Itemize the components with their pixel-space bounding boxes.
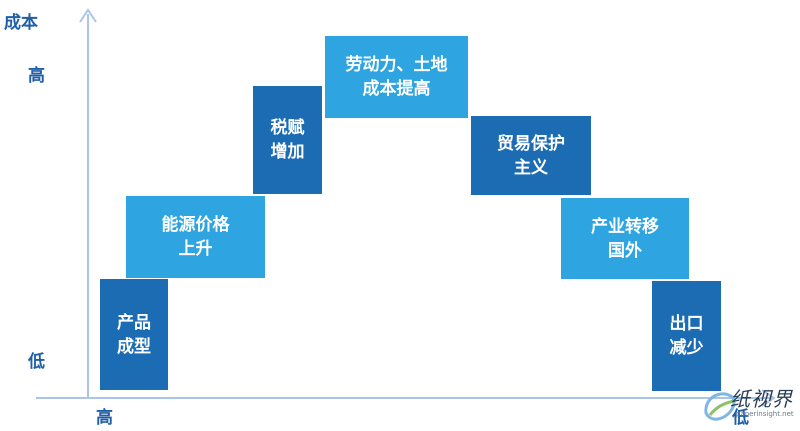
- stage-box-industry-transfer: 产业转移 国外: [561, 198, 689, 279]
- x-axis-arrowhead: [761, 389, 776, 407]
- stage-box-tax-increase: 税赋 增加: [253, 86, 322, 194]
- watermark-logo: 纸视界 paperinsight.net: [700, 383, 796, 427]
- stage-label-line1: 税赋: [270, 118, 305, 138]
- stage-box-trade-protectionism: 贸易保护 主义: [471, 116, 591, 195]
- stage-label-line1: 出口: [669, 314, 704, 334]
- stage-label-line2: 增加: [270, 142, 305, 162]
- stage-label-line2: 成本提高: [362, 79, 431, 99]
- stage-label-line2: 上升: [178, 239, 213, 259]
- stage-label-line2: 成型: [117, 336, 151, 357]
- stage-label-line2: 国外: [608, 240, 642, 261]
- watermark-url: paperinsight.net: [736, 410, 794, 418]
- stage-box-labor-land-cost: 劳动力、土地 成本提高: [325, 36, 468, 118]
- stage-label-line1: 产品: [117, 312, 151, 333]
- stage-label-line1: 贸易保护: [497, 133, 565, 154]
- stage-box-product-formed: 产品 成型: [100, 279, 168, 390]
- y-axis-arrowhead: [79, 8, 97, 23]
- x-axis-start-label: 高: [96, 408, 113, 428]
- y-axis-title: 成本: [4, 13, 38, 33]
- watermark-text: 纸视界: [730, 387, 793, 411]
- y-axis-low-label: 低: [28, 352, 45, 372]
- stage-label-line1: 能源价格: [161, 215, 230, 235]
- stage-label-line1: 产业转移: [591, 216, 659, 237]
- stage-label-line2: 主义: [514, 157, 548, 178]
- stage-label-line2: 减少: [669, 338, 704, 358]
- watermark-emblem-icon: [704, 392, 736, 421]
- stage-label-line1: 劳动力、土地: [345, 55, 448, 75]
- x-axis-end-label: 低: [732, 408, 749, 428]
- y-axis-high-label: 高: [28, 66, 45, 86]
- stage-box-export-decrease: 出口 减少: [652, 281, 721, 391]
- stage-box-energy-price: 能源价格 上升: [126, 196, 265, 278]
